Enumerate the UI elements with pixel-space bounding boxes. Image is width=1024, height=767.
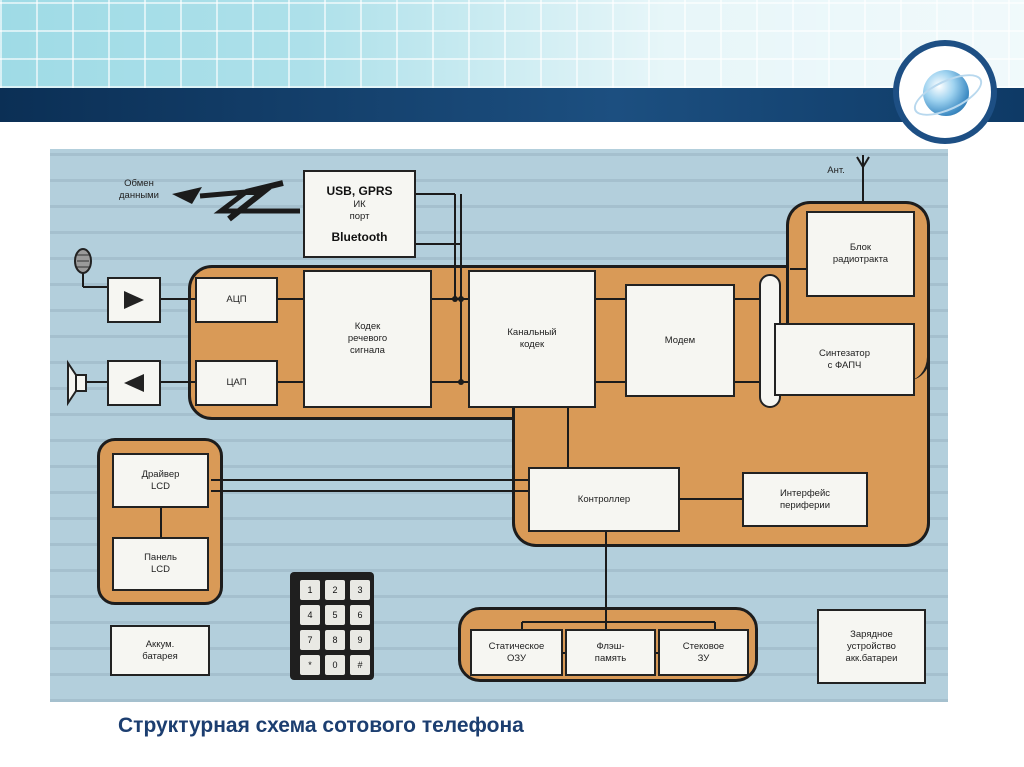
amplifier-triangle-icon [124,374,144,392]
static-ram-label: Статическое ОЗУ [488,640,545,664]
dac-block: ЦАП [195,360,278,406]
keypad-key: 1 [300,580,320,600]
lcd-panel-label: Панель LCD [144,552,177,575]
comm-port-bluetooth: Bluetooth [331,230,388,244]
keypad-key: 7 [300,630,320,650]
block-diagram: Обмен данными Ант. USB, GPRS ИК порт Blu… [50,149,948,702]
keypad-key: * [300,655,320,675]
adc-block: АЦП [195,277,278,323]
keypad: 1 2 3 4 5 6 7 8 9 * 0 # [290,572,374,680]
lcd-panel-block: Панель LCD [112,537,209,591]
antenna-label: Ант. [827,165,845,176]
keypad-key: 2 [325,580,345,600]
controller-label: Контроллер [577,493,631,505]
comm-port-ir: ИК [353,199,366,210]
speech-codec-block: Кодек речевого сигнала [303,270,432,408]
globe-icon [923,70,969,116]
amplifier-triangle-icon [124,291,144,309]
keypad-key: 3 [350,580,370,600]
flash-memory-block: Флэш- память [565,629,656,676]
channel-codec-block: Канальный кодек [468,270,596,408]
flash-memory-label: Флэш- память [594,640,627,664]
synthesizer-block: Синтезатор с ФАПЧ [774,323,915,396]
peripheral-interface-label: Интерфейс периферии [779,487,831,511]
battery-block: Аккум. батарея [110,625,210,676]
synthesizer-label: Синтезатор с ФАПЧ [819,347,870,371]
speech-codec-label: Кодек речевого сигнала [347,321,388,356]
wireless-bolt [227,180,284,222]
microphone-icon [74,248,92,274]
keypad-key: 4 [300,605,320,625]
lcd-driver-block: Драйвер LCD [112,453,209,508]
keypad-key: 0 [325,655,345,675]
header-bar [0,88,1024,122]
modem-block: Модем [625,284,735,397]
mic-amplifier [107,277,161,323]
keypad-key: 5 [325,605,345,625]
peripheral-interface-block: Интерфейс периферии [742,472,868,527]
keypad-key: 8 [325,630,345,650]
radio-block: Блок радиотракта [806,211,915,297]
header-grid-banner [0,0,1024,88]
radio-block-label: Блок радиотракта [832,242,889,265]
keypad-key: # [350,655,370,675]
data-exchange-label: Обмен данными [119,178,159,201]
logo [893,40,997,144]
modem-label: Модем [664,334,696,346]
charger-block: Зарядное устройство акк.батареи [817,609,926,684]
battery-label: Аккум. батарея [142,638,178,662]
antenna-icon [856,155,870,175]
speaker-icon [67,359,87,407]
lcd-driver-label: Драйвер LCD [141,468,180,492]
adc-label: АЦП [226,294,247,305]
comm-port-block: USB, GPRS ИК порт Bluetooth [303,170,416,258]
comm-port-port: порт [349,211,370,222]
comm-port-usb-gprs: USB, GPRS [326,184,393,198]
slide-caption: Структурная схема сотового телефона [118,714,524,737]
connection-lines [67,155,870,654]
dac-label: ЦАП [226,377,247,388]
static-ram-block: Статическое ОЗУ [470,629,563,676]
charger-label: Зарядное устройство акк.батареи [845,628,898,664]
stack-memory-label: Стековое ЗУ [682,640,725,664]
speaker-amplifier [107,360,161,406]
controller-block: Контроллер [528,467,680,532]
stack-memory-block: Стековое ЗУ [658,629,749,676]
keypad-key: 9 [350,630,370,650]
channel-codec-label: Канальный кодек [507,327,557,350]
keypad-key: 6 [350,605,370,625]
